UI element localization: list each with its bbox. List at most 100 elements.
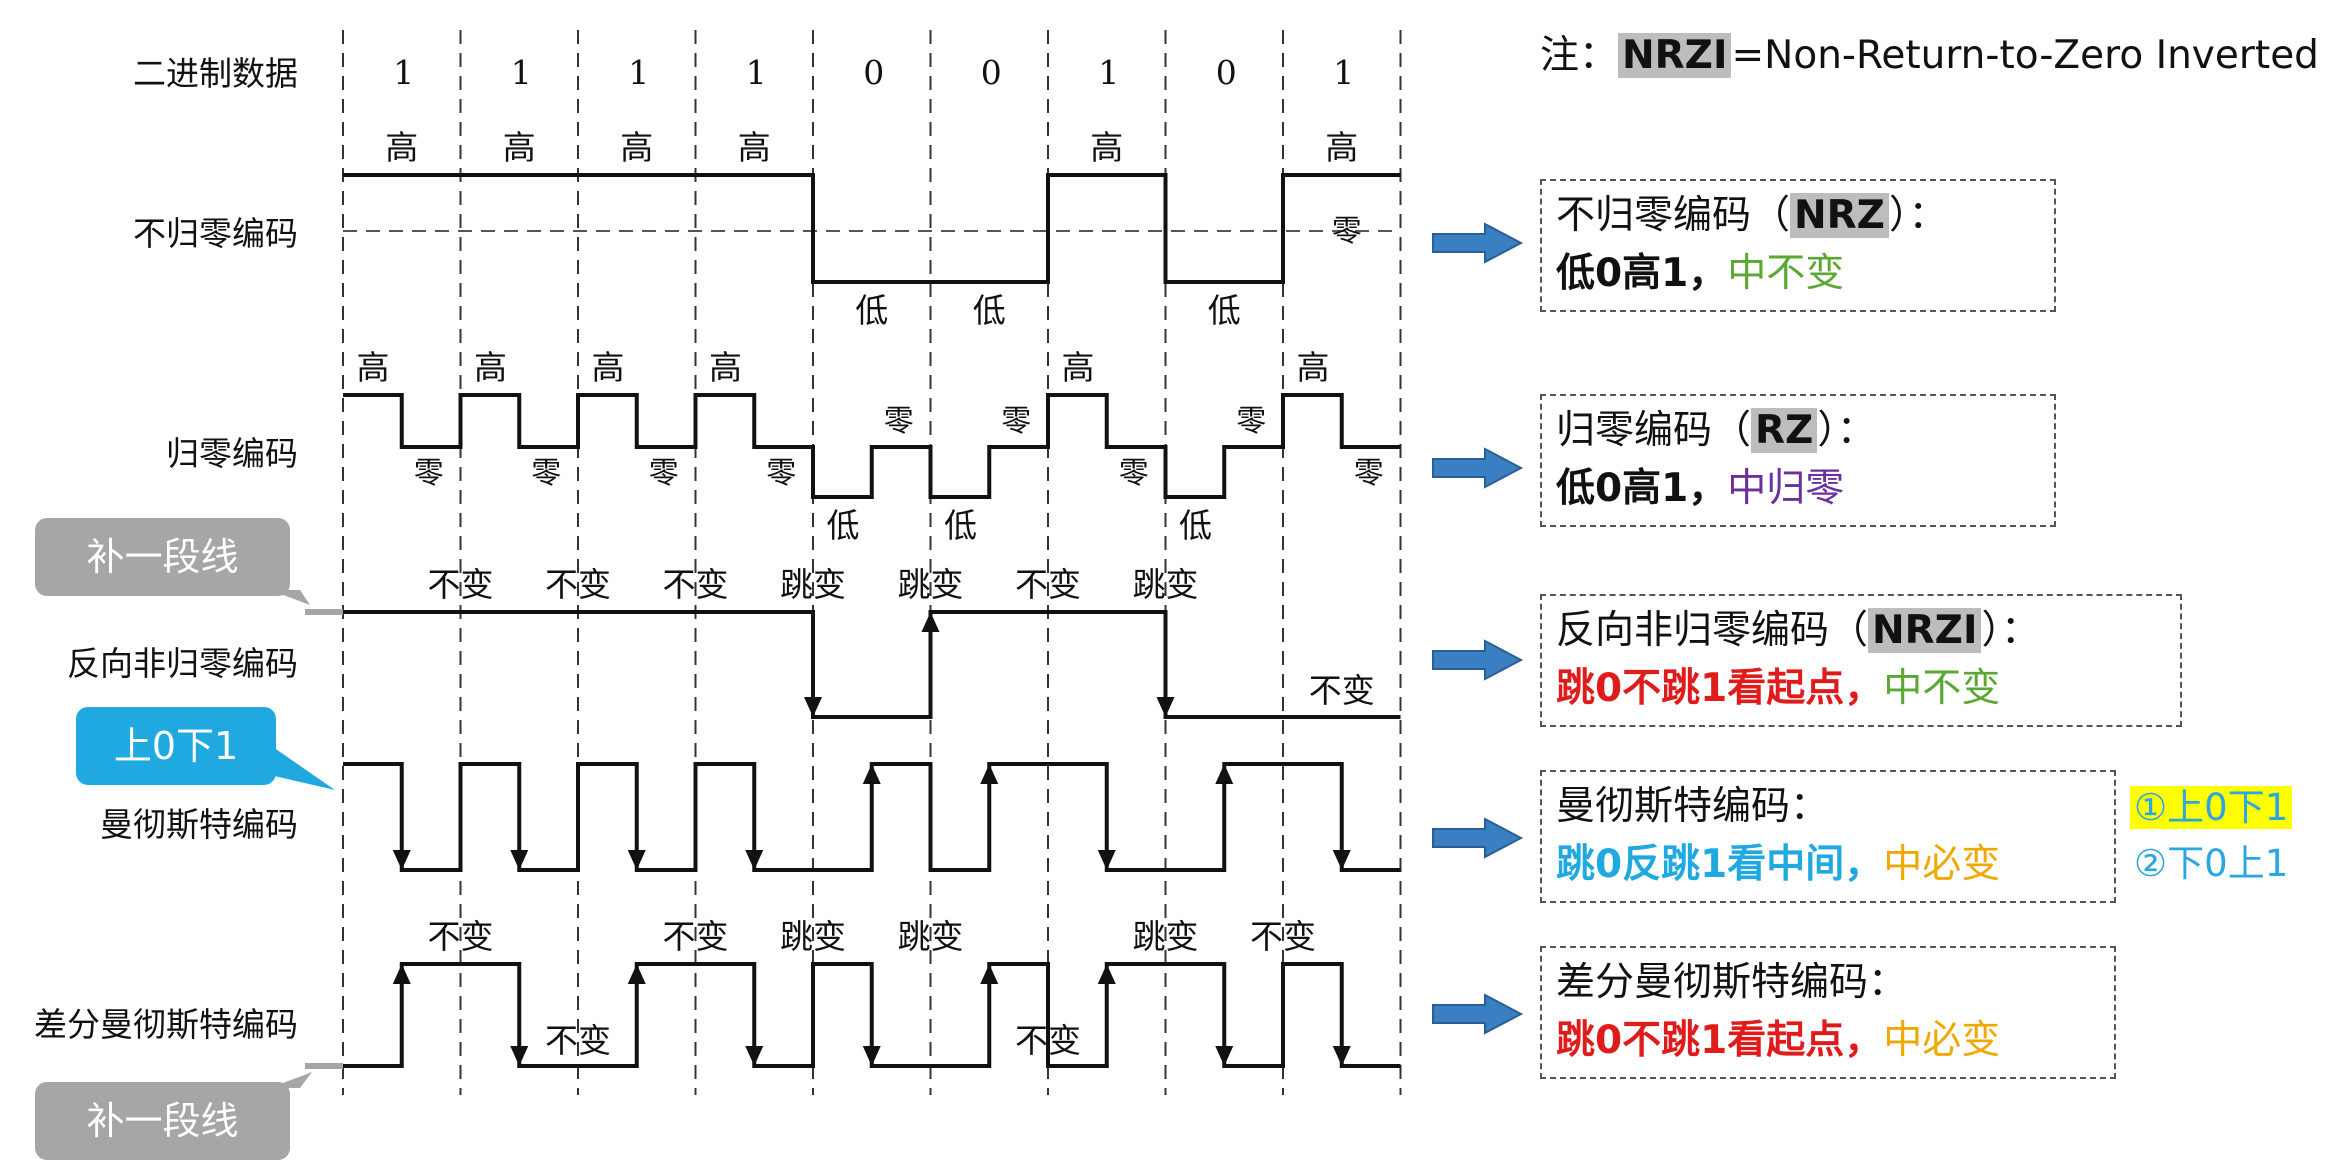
nrzi-box-title: 反向非归零编码（NRZI）： — [1556, 602, 2166, 660]
manchester-waveform-mid-arrow — [510, 850, 529, 870]
bit-boundary-gridlines — [342, 30, 1402, 1095]
nrzi-change-label: 跳变 — [1133, 565, 1199, 604]
rz-rule: 低0高1， — [1556, 466, 1728, 511]
nrzi-title: 反向非归零编码（ — [1556, 608, 1869, 653]
nrzi-rule: 跳0不跳1看起点， — [1556, 666, 1884, 711]
rz-high-label: 高 — [474, 348, 507, 387]
rz-zero-label: 零 — [884, 404, 914, 439]
rz-abbr: RZ — [1751, 408, 1818, 453]
supplement-line-callout-bottom-bubble — [35, 1082, 290, 1160]
diff-manchester-change-label: 跳变 — [1133, 917, 1199, 956]
up0down1-callout: 上0下1 — [76, 707, 335, 790]
bit-value: 0 — [863, 53, 884, 92]
diff-manchester-box-rule: 跳0不跳1看起点，中必变 — [1556, 1012, 2100, 1070]
manchester-waveform-mid-arrow — [627, 850, 646, 870]
rz-title-end: ）： — [1817, 408, 1876, 453]
rz-box-title: 归零编码（RZ）： — [1556, 402, 2040, 460]
manchester-waveform-mid-arrow — [1215, 764, 1234, 784]
nrz-waveform — [343, 173, 1401, 284]
option-1-text: ①上0下1 — [2130, 786, 2293, 829]
nrz-high-label: 高 — [620, 128, 653, 167]
row-label-rz: 归零编码 — [166, 434, 298, 473]
bit-value: 1 — [1098, 53, 1119, 92]
nrz-title-end: ）： — [1888, 193, 1948, 238]
manchester-rule2: 中必变 — [1883, 842, 2001, 887]
nrz-high-label: 高 — [738, 128, 771, 167]
rz-low-label: 低 — [827, 506, 860, 545]
bit-value: 1 — [511, 53, 532, 92]
nrzi-abbr: NRZI — [1868, 608, 1982, 653]
rz-rule-box: 归零编码（RZ）： 低0高1，中归零 — [1540, 394, 2056, 527]
row-label-diff-manchester: 差分曼彻斯特编码 — [34, 1005, 298, 1044]
nrz-rule2: 中不变 — [1727, 251, 1845, 296]
nrz-high-label: 高 — [1090, 128, 1123, 167]
nrzi-change-label: 跳变 — [898, 565, 964, 604]
nrzi-waveform — [305, 610, 1401, 719]
nrz-rule-box: 不归零编码（NRZ）： 低0高1，中不变 — [1540, 179, 2056, 312]
diff-manchester-rule: 跳0不跳1看起点， — [1556, 1018, 1884, 1063]
manchester-box-title: 曼彻斯特编码： — [1556, 784, 1830, 829]
supplement-line-callout-top: 补一段线 — [35, 518, 310, 605]
note-text: =Non-Return-to-Zero Inverted — [1731, 33, 2319, 78]
row-label-nrzi: 反向非归零编码 — [67, 644, 298, 683]
diff-manchester-waveform-mid-arrow — [745, 1046, 764, 1066]
waveforms — [305, 173, 1401, 1068]
option-2-text: ②下0上1 — [2134, 842, 2289, 885]
nrzi-change-label: 不变 — [1015, 565, 1081, 604]
diff-manchester-waveform-mid-arrow — [862, 1046, 881, 1066]
nrz-high-label: 高 — [385, 128, 418, 167]
pointer-arrow-icon — [1432, 993, 1524, 1035]
diff-manchester-waveform-mid-arrow — [627, 964, 646, 984]
manchester-option-1: ①上0下1 — [2130, 780, 2293, 836]
nrzi-change-label: 不变 — [663, 565, 729, 604]
rz-high-label: 高 — [1062, 348, 1095, 387]
diff-manchester-change-label: 跳变 — [780, 917, 846, 956]
supplement-line-callout-top-text: 补一段线 — [86, 535, 238, 579]
up0down1-callout-bubble — [76, 707, 276, 785]
note-abbr: NRZI — [1618, 33, 1732, 78]
supplement-line-callout-top-bubble — [35, 518, 290, 596]
nrzi-rule2: 中不变 — [1883, 666, 2001, 711]
manchester-rule-box: 曼彻斯特编码： 跳0反跳1看中间，中必变 — [1540, 770, 2116, 903]
bit-value: 0 — [1216, 53, 1237, 92]
manchester-waveform-mid-arrow — [980, 764, 999, 784]
manchester-waveform — [343, 762, 1401, 872]
manchester-waveform-mid-arrow — [392, 850, 411, 870]
rz-zero-label: 零 — [1119, 456, 1149, 491]
rz-low-label: 低 — [944, 506, 977, 545]
nrz-box-title: 不归零编码（NRZ）： — [1556, 187, 2040, 245]
nrz-title: 不归零编码（ — [1556, 193, 1791, 238]
note-prefix: 注： — [1540, 33, 1619, 78]
nrzi-definition-note: 注：NRZI=Non-Return-to-Zero Inverted — [1540, 24, 2319, 80]
rz-zero-label: 零 — [1354, 456, 1384, 491]
nrz-high-label: 高 — [1325, 128, 1358, 167]
pointer-arrow-icon — [1432, 447, 1524, 489]
manchester-option-2: ②下0上1 — [2130, 836, 2292, 892]
nrzi-rule-box: 反向非归零编码（NRZI）： 跳0不跳1看起点，中不变 — [1540, 594, 2182, 727]
nrz-zero-label: 零 — [1332, 214, 1362, 249]
diff-manchester-change-label: 不变 — [663, 917, 729, 956]
manchester-box-rule: 跳0反跳1看中间，中必变 — [1556, 836, 2100, 894]
up0down1-callout-text: 上0下1 — [114, 724, 238, 768]
rz-zero-label: 零 — [531, 456, 561, 491]
row-label-manchester: 曼彻斯特编码 — [100, 805, 298, 844]
diff-manchester-box-title: 差分曼彻斯特编码： — [1556, 960, 1908, 1005]
bit-value: 1 — [1333, 53, 1354, 92]
diff-manchester-change-label: 跳变 — [898, 917, 964, 956]
rz-high-label: 高 — [1297, 348, 1330, 387]
diff-manchester-waveform-mid-arrow — [510, 1046, 529, 1066]
bit-value: 1 — [393, 53, 414, 92]
diff-manchester-waveform — [305, 962, 1401, 1068]
bit-value: 0 — [981, 53, 1002, 92]
diff-manchester-change-label: 不变 — [428, 917, 494, 956]
manchester-waveform-mid-arrow — [1097, 850, 1116, 870]
diff-manchester-change-label: 不变 — [1250, 917, 1316, 956]
pointer-arrows — [1432, 222, 1524, 1035]
nrzi-title-end: ）： — [1981, 608, 2040, 653]
rz-rule2: 中归零 — [1727, 466, 1845, 511]
manchester-waveform-mid-arrow — [1332, 850, 1351, 870]
nrzi-transition-arrow — [804, 697, 822, 717]
